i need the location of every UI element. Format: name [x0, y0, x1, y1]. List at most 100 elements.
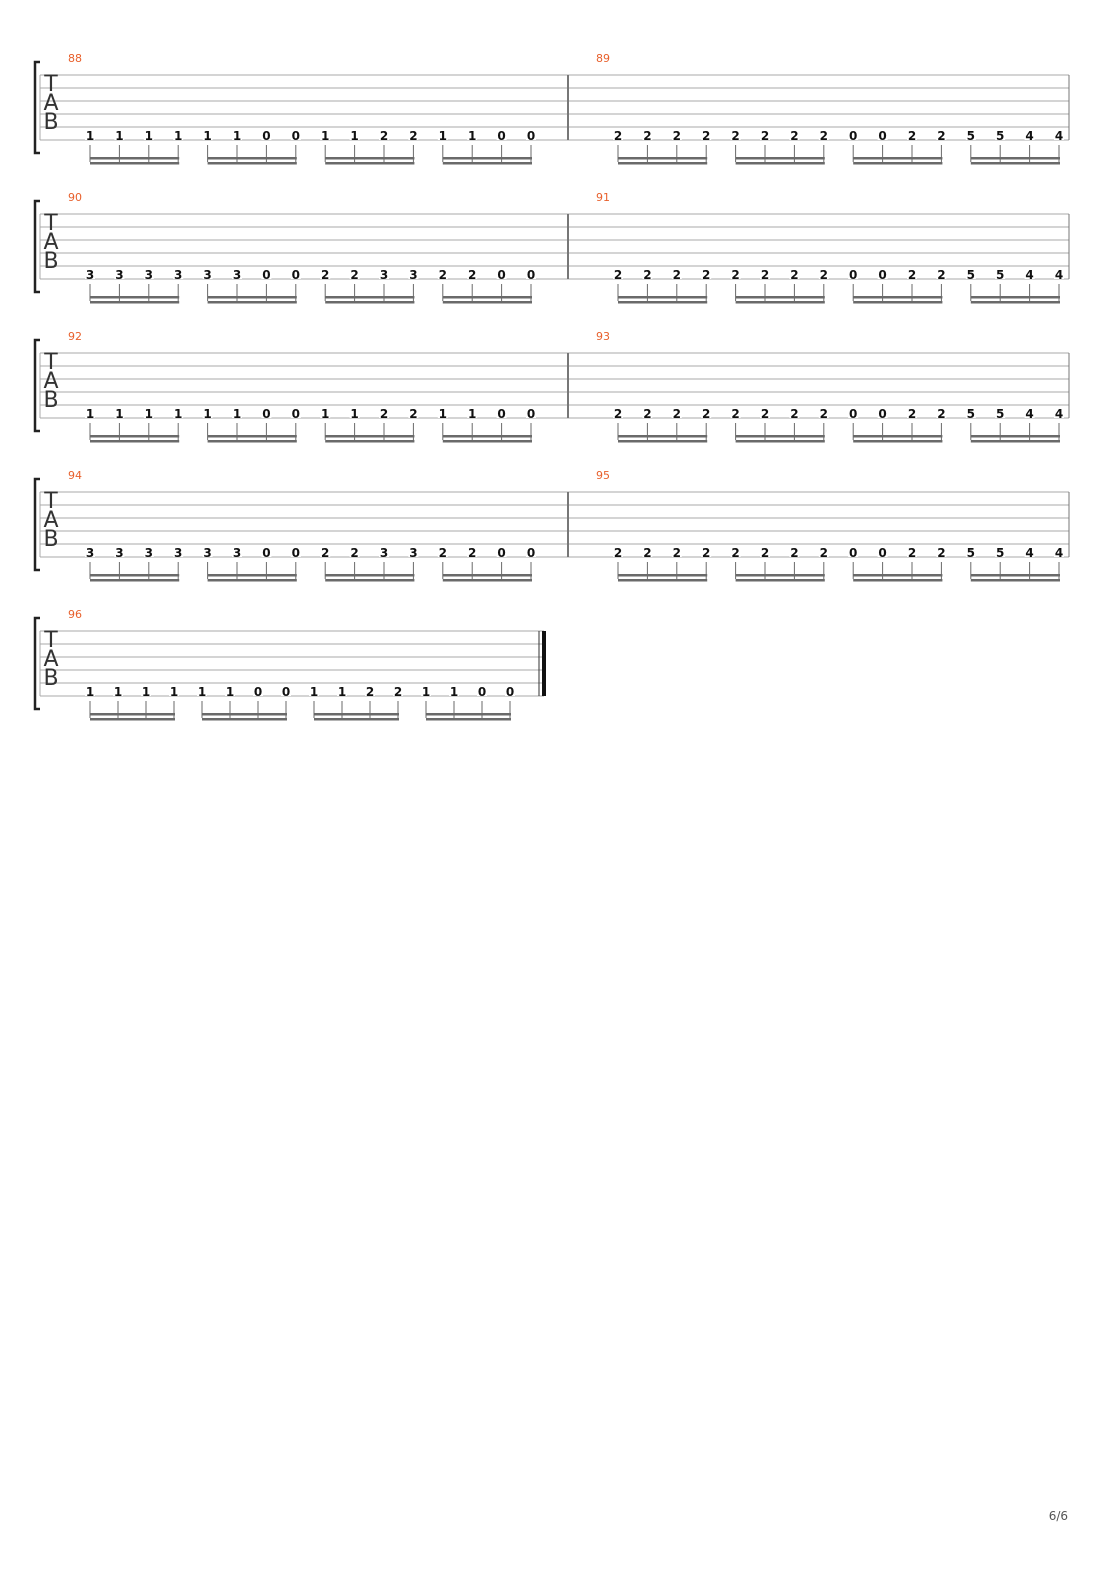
- fret-number: 2: [702, 546, 710, 560]
- fret-number: 5: [996, 546, 1004, 560]
- fret-bg: [995, 268, 1006, 279]
- fret-bg: [496, 407, 507, 418]
- fret-bg: [261, 546, 272, 557]
- fret-number: 1: [233, 129, 241, 143]
- beam: [618, 579, 708, 582]
- fret-number: 4: [1055, 268, 1063, 282]
- fret-number: 0: [292, 268, 300, 282]
- fret-number: 3: [174, 546, 182, 560]
- fret-bg: [169, 685, 179, 696]
- fret-number: 2: [673, 546, 681, 560]
- fret-bg: [467, 407, 478, 418]
- fret-bg: [789, 546, 800, 557]
- fret-bg: [114, 546, 125, 557]
- beam: [202, 718, 287, 721]
- fret-bg: [526, 546, 536, 557]
- system-bracket: [33, 199, 40, 294]
- fret-number: 2: [790, 407, 798, 421]
- fret-number: 1: [439, 407, 447, 421]
- fret-number: 2: [468, 268, 476, 282]
- fret-number: 1: [86, 407, 94, 421]
- bar-number: 91: [596, 191, 610, 204]
- fret-bg: [936, 546, 947, 557]
- beam: [325, 440, 415, 443]
- fret-bg: [1024, 407, 1035, 418]
- fret-number: 0: [262, 407, 270, 421]
- fret-number: 2: [790, 268, 798, 282]
- beam: [207, 574, 297, 577]
- fret-number: 2: [908, 407, 916, 421]
- beam: [618, 440, 708, 443]
- fret-number: 2: [394, 685, 402, 699]
- page-number: 6/6: [1048, 1509, 1068, 1523]
- system-bracket: [33, 477, 40, 572]
- fret-number: 2: [350, 546, 358, 560]
- beam: [618, 296, 708, 299]
- fret-number: 2: [908, 546, 916, 560]
- fret-number: 5: [967, 407, 975, 421]
- beam: [90, 579, 180, 582]
- beam: [442, 162, 532, 165]
- fret-bg: [261, 407, 272, 418]
- bar-number: 94: [68, 469, 82, 482]
- fret-number: 1: [145, 129, 153, 143]
- fret-bg: [789, 268, 800, 279]
- fret-bg: [965, 268, 976, 279]
- fret-number: 2: [409, 129, 417, 143]
- fret-bg: [232, 546, 242, 557]
- fret-bg: [202, 129, 213, 140]
- fret-bg: [671, 129, 682, 140]
- fret-number: 2: [702, 268, 710, 282]
- fret-bg: [936, 268, 947, 279]
- fret-number: 2: [731, 268, 739, 282]
- beam: [735, 162, 825, 165]
- fret-number: 0: [506, 685, 514, 699]
- fret-bg: [113, 685, 123, 696]
- beam: [853, 579, 943, 582]
- fret-number: 4: [1055, 546, 1063, 560]
- beam: [735, 296, 825, 299]
- beam: [325, 579, 415, 582]
- fret-number: 1: [350, 407, 358, 421]
- fret-bg: [85, 685, 95, 696]
- fret-number: 2: [614, 268, 622, 282]
- fret-number: 3: [115, 546, 123, 560]
- fret-number: 1: [321, 129, 329, 143]
- fret-bg: [309, 685, 319, 696]
- fret-bg: [818, 129, 829, 140]
- tab-clef-letter: B: [43, 249, 58, 274]
- fret-bg: [995, 129, 1006, 140]
- fret-bg: [232, 129, 242, 140]
- fret-bg: [936, 407, 947, 418]
- fret-number: 2: [820, 129, 828, 143]
- fret-number: 0: [527, 407, 535, 421]
- fret-bg: [760, 546, 770, 557]
- fret-number: 5: [967, 129, 975, 143]
- tab-clef-letter: T: [43, 211, 58, 236]
- fret-bg: [965, 546, 976, 557]
- fret-bg: [85, 129, 95, 140]
- fret-bg: [936, 129, 947, 140]
- fret-bg: [337, 685, 347, 696]
- fret-number: 2: [380, 129, 388, 143]
- fret-number: 2: [321, 546, 329, 560]
- fret-bg: [789, 129, 800, 140]
- fret-bg: [143, 407, 154, 418]
- fret-bg: [408, 407, 419, 418]
- fret-bg: [818, 546, 829, 557]
- beam: [202, 713, 287, 716]
- fret-number: 1: [170, 685, 178, 699]
- fret-bg: [526, 407, 536, 418]
- fret-number: 3: [380, 268, 388, 282]
- tab-clef-letter: T: [43, 72, 58, 97]
- fret-bg: [701, 268, 712, 279]
- beam: [207, 296, 297, 299]
- fret-number: 1: [233, 407, 241, 421]
- beam: [426, 713, 511, 716]
- bar-number: 92: [68, 330, 82, 343]
- fret-number: 0: [849, 407, 857, 421]
- fret-number: 0: [878, 129, 886, 143]
- fret-bg: [907, 268, 917, 279]
